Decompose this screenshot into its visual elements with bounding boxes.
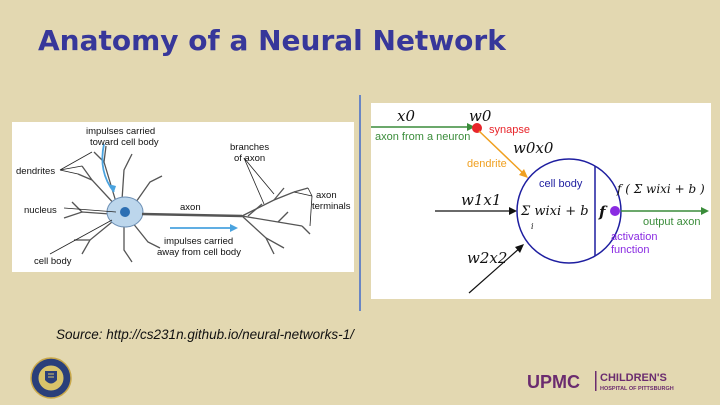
slide-title: Anatomy of a Neural Network xyxy=(38,24,506,57)
impulses-toward-label-line1: impulses carried xyxy=(86,126,155,137)
activation-dot xyxy=(610,206,620,216)
biological-leader-lines xyxy=(49,151,313,255)
cell-body-label: cell body xyxy=(34,256,72,267)
logo-hospital-text: HOSPITAL OF PITTSBURGH xyxy=(600,386,674,392)
w0x0-label: w0x0 xyxy=(513,139,554,157)
dendrite-label: dendrite xyxy=(467,158,507,170)
axon-label: axon xyxy=(180,202,201,213)
input-w1x1-arrowhead xyxy=(509,207,517,215)
output-axon-label: output axon xyxy=(643,216,701,228)
impulse-toward-arrowhead xyxy=(108,184,116,192)
impulses-away-label-line1: impulses carried xyxy=(164,236,233,247)
impulse-away-arrowhead xyxy=(230,224,238,232)
source-citation: Source: http://cs231n.github.io/neural-n… xyxy=(56,327,354,342)
nucleus-label: nucleus xyxy=(24,205,57,216)
logo-upmc-text: UPMC xyxy=(527,372,580,392)
branches-label-line2: of axon xyxy=(234,153,265,164)
activation-f-symbol: f xyxy=(598,203,608,221)
synapse-label: synapse xyxy=(489,124,530,136)
activation-label-line1: activation xyxy=(611,231,657,243)
output-axon-arrowhead xyxy=(701,207,709,215)
upmc-childrens-logo: UPMC CHILDREN'S HOSPITAL OF PITTSBURGH xyxy=(527,371,674,392)
input-w2x2-line xyxy=(468,246,522,294)
vertical-divider xyxy=(359,95,361,311)
axon-from-neuron-label: axon from a neuron xyxy=(375,131,470,143)
biological-neuron-panel: impulses carried toward cell body dendri… xyxy=(12,122,354,272)
w2x2-label: w2x2 xyxy=(467,249,507,267)
university-seal-icon xyxy=(30,357,72,399)
sum-subscript: i xyxy=(531,222,534,231)
branches-label-line1: branches xyxy=(230,142,269,153)
axon-terminals-label-line2: terminals xyxy=(312,201,351,212)
activation-label-line2: function xyxy=(611,244,650,256)
axon-terminals-label-line1: axon xyxy=(316,190,337,201)
input-w2x2-arrowhead xyxy=(515,244,524,253)
sum-expression: Σ wixi + b xyxy=(520,204,589,219)
artificial-neuron-diagram: x0 w0 synapse axon from a neuron w0x0 de… xyxy=(371,107,709,294)
dendrites-label: dendrites xyxy=(16,166,55,177)
dendrite-line xyxy=(478,130,526,176)
axon-shape xyxy=(141,212,243,218)
dendrite-arrowhead xyxy=(519,169,528,178)
nucleus-shape xyxy=(120,207,130,217)
logo-childrens-text: CHILDREN'S xyxy=(600,372,667,384)
x0-label: x0 xyxy=(397,107,415,125)
input-axon-arrowhead xyxy=(467,123,475,131)
impulses-toward-label-line2: toward cell body xyxy=(90,137,159,148)
biological-neuron-diagram: impulses carried toward cell body dendri… xyxy=(16,126,351,267)
axon-terminal-branches xyxy=(241,187,311,255)
w0-label: w0 xyxy=(469,107,492,125)
impulse-toward-arrow xyxy=(101,143,115,193)
artificial-neuron-panel: x0 w0 synapse axon from a neuron w0x0 de… xyxy=(371,103,711,299)
impulses-away-label-line2: away from cell body xyxy=(157,247,241,258)
cell-body-label: cell body xyxy=(539,178,583,190)
w1x1-label: w1x1 xyxy=(461,191,501,209)
output-expression: f ( Σ wixi + b ) xyxy=(616,182,705,196)
